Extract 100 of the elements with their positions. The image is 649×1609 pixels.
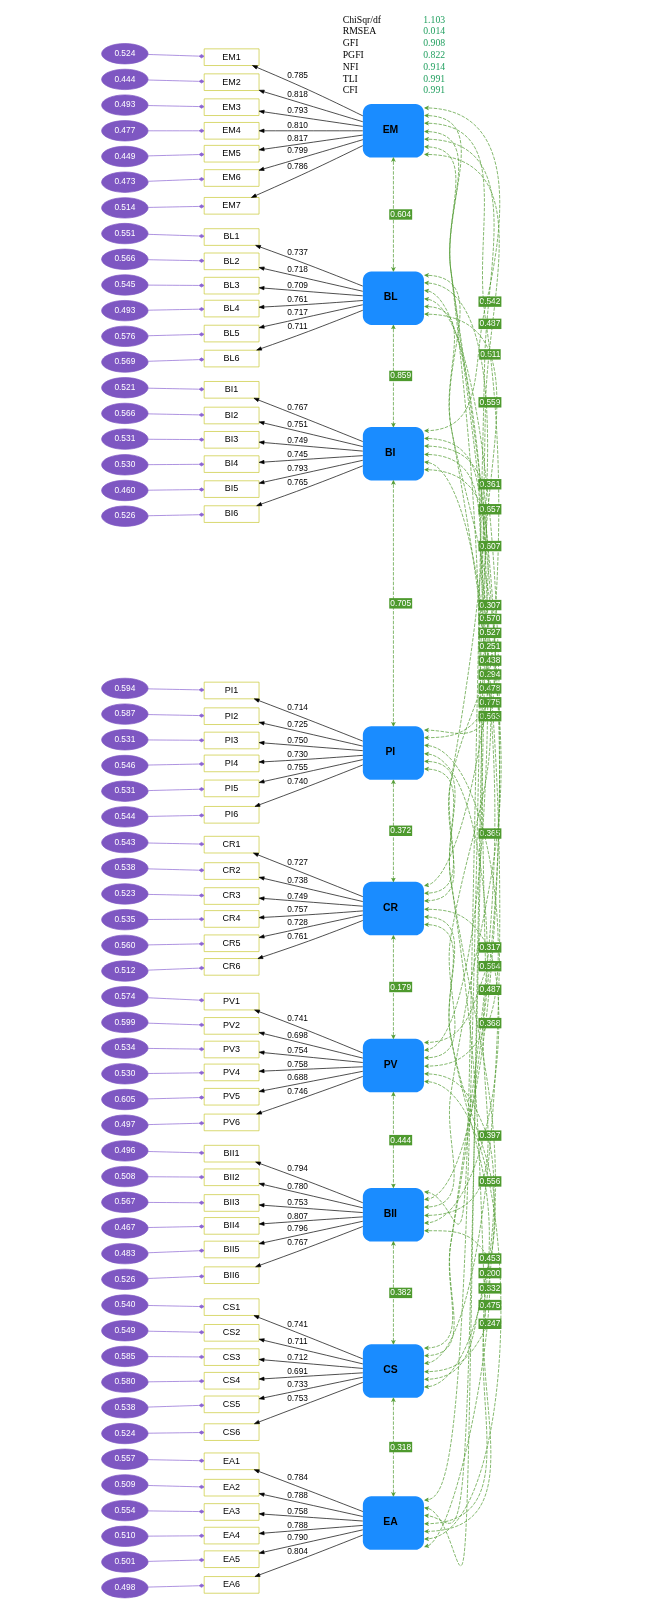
arrow bbox=[258, 910, 364, 920]
connector bbox=[147, 941, 205, 946]
arrow bbox=[391, 1091, 396, 1189]
arrow bbox=[258, 139, 364, 171]
arrow bbox=[391, 935, 396, 1040]
node-box: BI bbox=[362, 426, 424, 481]
arrow bbox=[252, 65, 364, 117]
label: PGFI bbox=[342, 49, 364, 61]
arrow bbox=[258, 1216, 364, 1226]
arrow bbox=[424, 914, 496, 1382]
node-box: CS1 bbox=[203, 1298, 260, 1316]
edge-label: 0.785 bbox=[287, 70, 308, 81]
node-ellipse: 0.538 bbox=[101, 1397, 149, 1419]
connector bbox=[147, 893, 205, 898]
node-box: PI5 bbox=[203, 779, 260, 798]
arrow bbox=[255, 245, 364, 287]
label: 0.991 bbox=[423, 72, 446, 84]
edge-label: 0.365 bbox=[479, 828, 501, 839]
edge-label: 0.746 bbox=[287, 1085, 308, 1096]
label: 1.103 bbox=[423, 13, 446, 25]
edge-label: 0.564 bbox=[479, 960, 501, 971]
edge-label: 0.804 bbox=[287, 1546, 308, 1557]
node-ellipse: 0.580 bbox=[101, 1371, 149, 1393]
node-box: EM3 bbox=[203, 98, 260, 116]
arrow bbox=[391, 1397, 396, 1497]
node-ellipse: 0.534 bbox=[101, 1037, 149, 1059]
node-box: BL4 bbox=[203, 299, 260, 318]
arrow bbox=[258, 134, 364, 152]
node-box: BII5 bbox=[203, 1240, 260, 1259]
arrow bbox=[253, 397, 364, 442]
connector bbox=[147, 258, 205, 263]
edge-label: 0.725 bbox=[287, 719, 308, 730]
arrow bbox=[258, 1492, 364, 1517]
edge-label: 0.767 bbox=[287, 401, 308, 412]
node-box: PV3 bbox=[203, 1040, 260, 1059]
arrow bbox=[424, 1228, 491, 1548]
arrow bbox=[424, 444, 491, 1060]
node-ellipse: 0.531 bbox=[101, 729, 149, 751]
edge-label: 0.718 bbox=[287, 264, 308, 275]
edge-label: 0.775 bbox=[479, 696, 501, 707]
edge-label: 0.818 bbox=[287, 89, 308, 100]
edge-label: 0.749 bbox=[287, 435, 308, 446]
node-ellipse: 0.498 bbox=[101, 1577, 149, 1599]
connector bbox=[147, 204, 205, 209]
node-ellipse: 0.587 bbox=[101, 703, 149, 725]
edge-label: 0.307 bbox=[479, 599, 501, 610]
edge-label: 0.758 bbox=[287, 1505, 308, 1516]
node-box: EA3 bbox=[203, 1503, 260, 1521]
arrow bbox=[424, 312, 498, 1566]
arrow bbox=[424, 113, 496, 734]
node-box: PV4 bbox=[203, 1063, 260, 1082]
edge-label: 0.794 bbox=[287, 1163, 308, 1174]
edge-label: 0.799 bbox=[287, 145, 308, 156]
edge-label: 0.487 bbox=[479, 318, 501, 329]
node-box: PI bbox=[362, 726, 424, 780]
node-ellipse: 0.538 bbox=[101, 857, 149, 879]
node-box: PI2 bbox=[203, 707, 260, 725]
node-box: CR1 bbox=[203, 835, 260, 854]
node-box: EM4 bbox=[203, 122, 260, 140]
edge-label: 0.810 bbox=[287, 120, 308, 131]
node-box: BI4 bbox=[203, 455, 260, 473]
node-ellipse: 0.508 bbox=[101, 1166, 149, 1188]
arrow bbox=[255, 1161, 364, 1204]
arrow bbox=[258, 914, 364, 939]
node-box: CS6 bbox=[203, 1423, 260, 1441]
edge-label: 0.807 bbox=[287, 1210, 308, 1221]
node-ellipse: 0.546 bbox=[101, 754, 149, 777]
arrow bbox=[258, 286, 364, 297]
arrow bbox=[258, 1512, 364, 1522]
connector bbox=[147, 412, 205, 417]
arrow bbox=[254, 1009, 364, 1054]
edge-label: 0.438 bbox=[479, 655, 501, 666]
connector bbox=[147, 307, 205, 312]
connector bbox=[147, 713, 205, 718]
node-ellipse: 0.449 bbox=[101, 145, 149, 168]
node-ellipse: 0.576 bbox=[101, 325, 149, 347]
node-ellipse: 0.493 bbox=[101, 94, 149, 116]
arrow bbox=[424, 759, 487, 1374]
label: 0.991 bbox=[423, 84, 446, 96]
edge-label: 0.738 bbox=[287, 874, 308, 885]
arrow bbox=[424, 743, 499, 1069]
label: CFI bbox=[342, 84, 358, 96]
edge-label: 0.754 bbox=[287, 1045, 308, 1056]
edge-label: 0.788 bbox=[287, 1489, 308, 1500]
arrow bbox=[254, 1382, 364, 1425]
node-ellipse: 0.467 bbox=[101, 1217, 149, 1239]
connector bbox=[147, 1095, 205, 1100]
edge-label: 0.765 bbox=[287, 476, 308, 487]
node-ellipse: 0.460 bbox=[101, 479, 149, 502]
arrow bbox=[258, 1338, 364, 1365]
edge-label: 0.745 bbox=[287, 448, 308, 459]
node-ellipse: 0.585 bbox=[101, 1345, 149, 1367]
arrow bbox=[255, 1226, 364, 1268]
label: ChiSqr/df bbox=[342, 13, 382, 25]
node-ellipse: 0.544 bbox=[101, 806, 149, 828]
arrow bbox=[253, 1315, 364, 1360]
node-box: CR6 bbox=[203, 958, 260, 976]
edge-label: 0.859 bbox=[390, 370, 412, 381]
connector bbox=[147, 966, 205, 971]
arrow bbox=[256, 1076, 364, 1115]
